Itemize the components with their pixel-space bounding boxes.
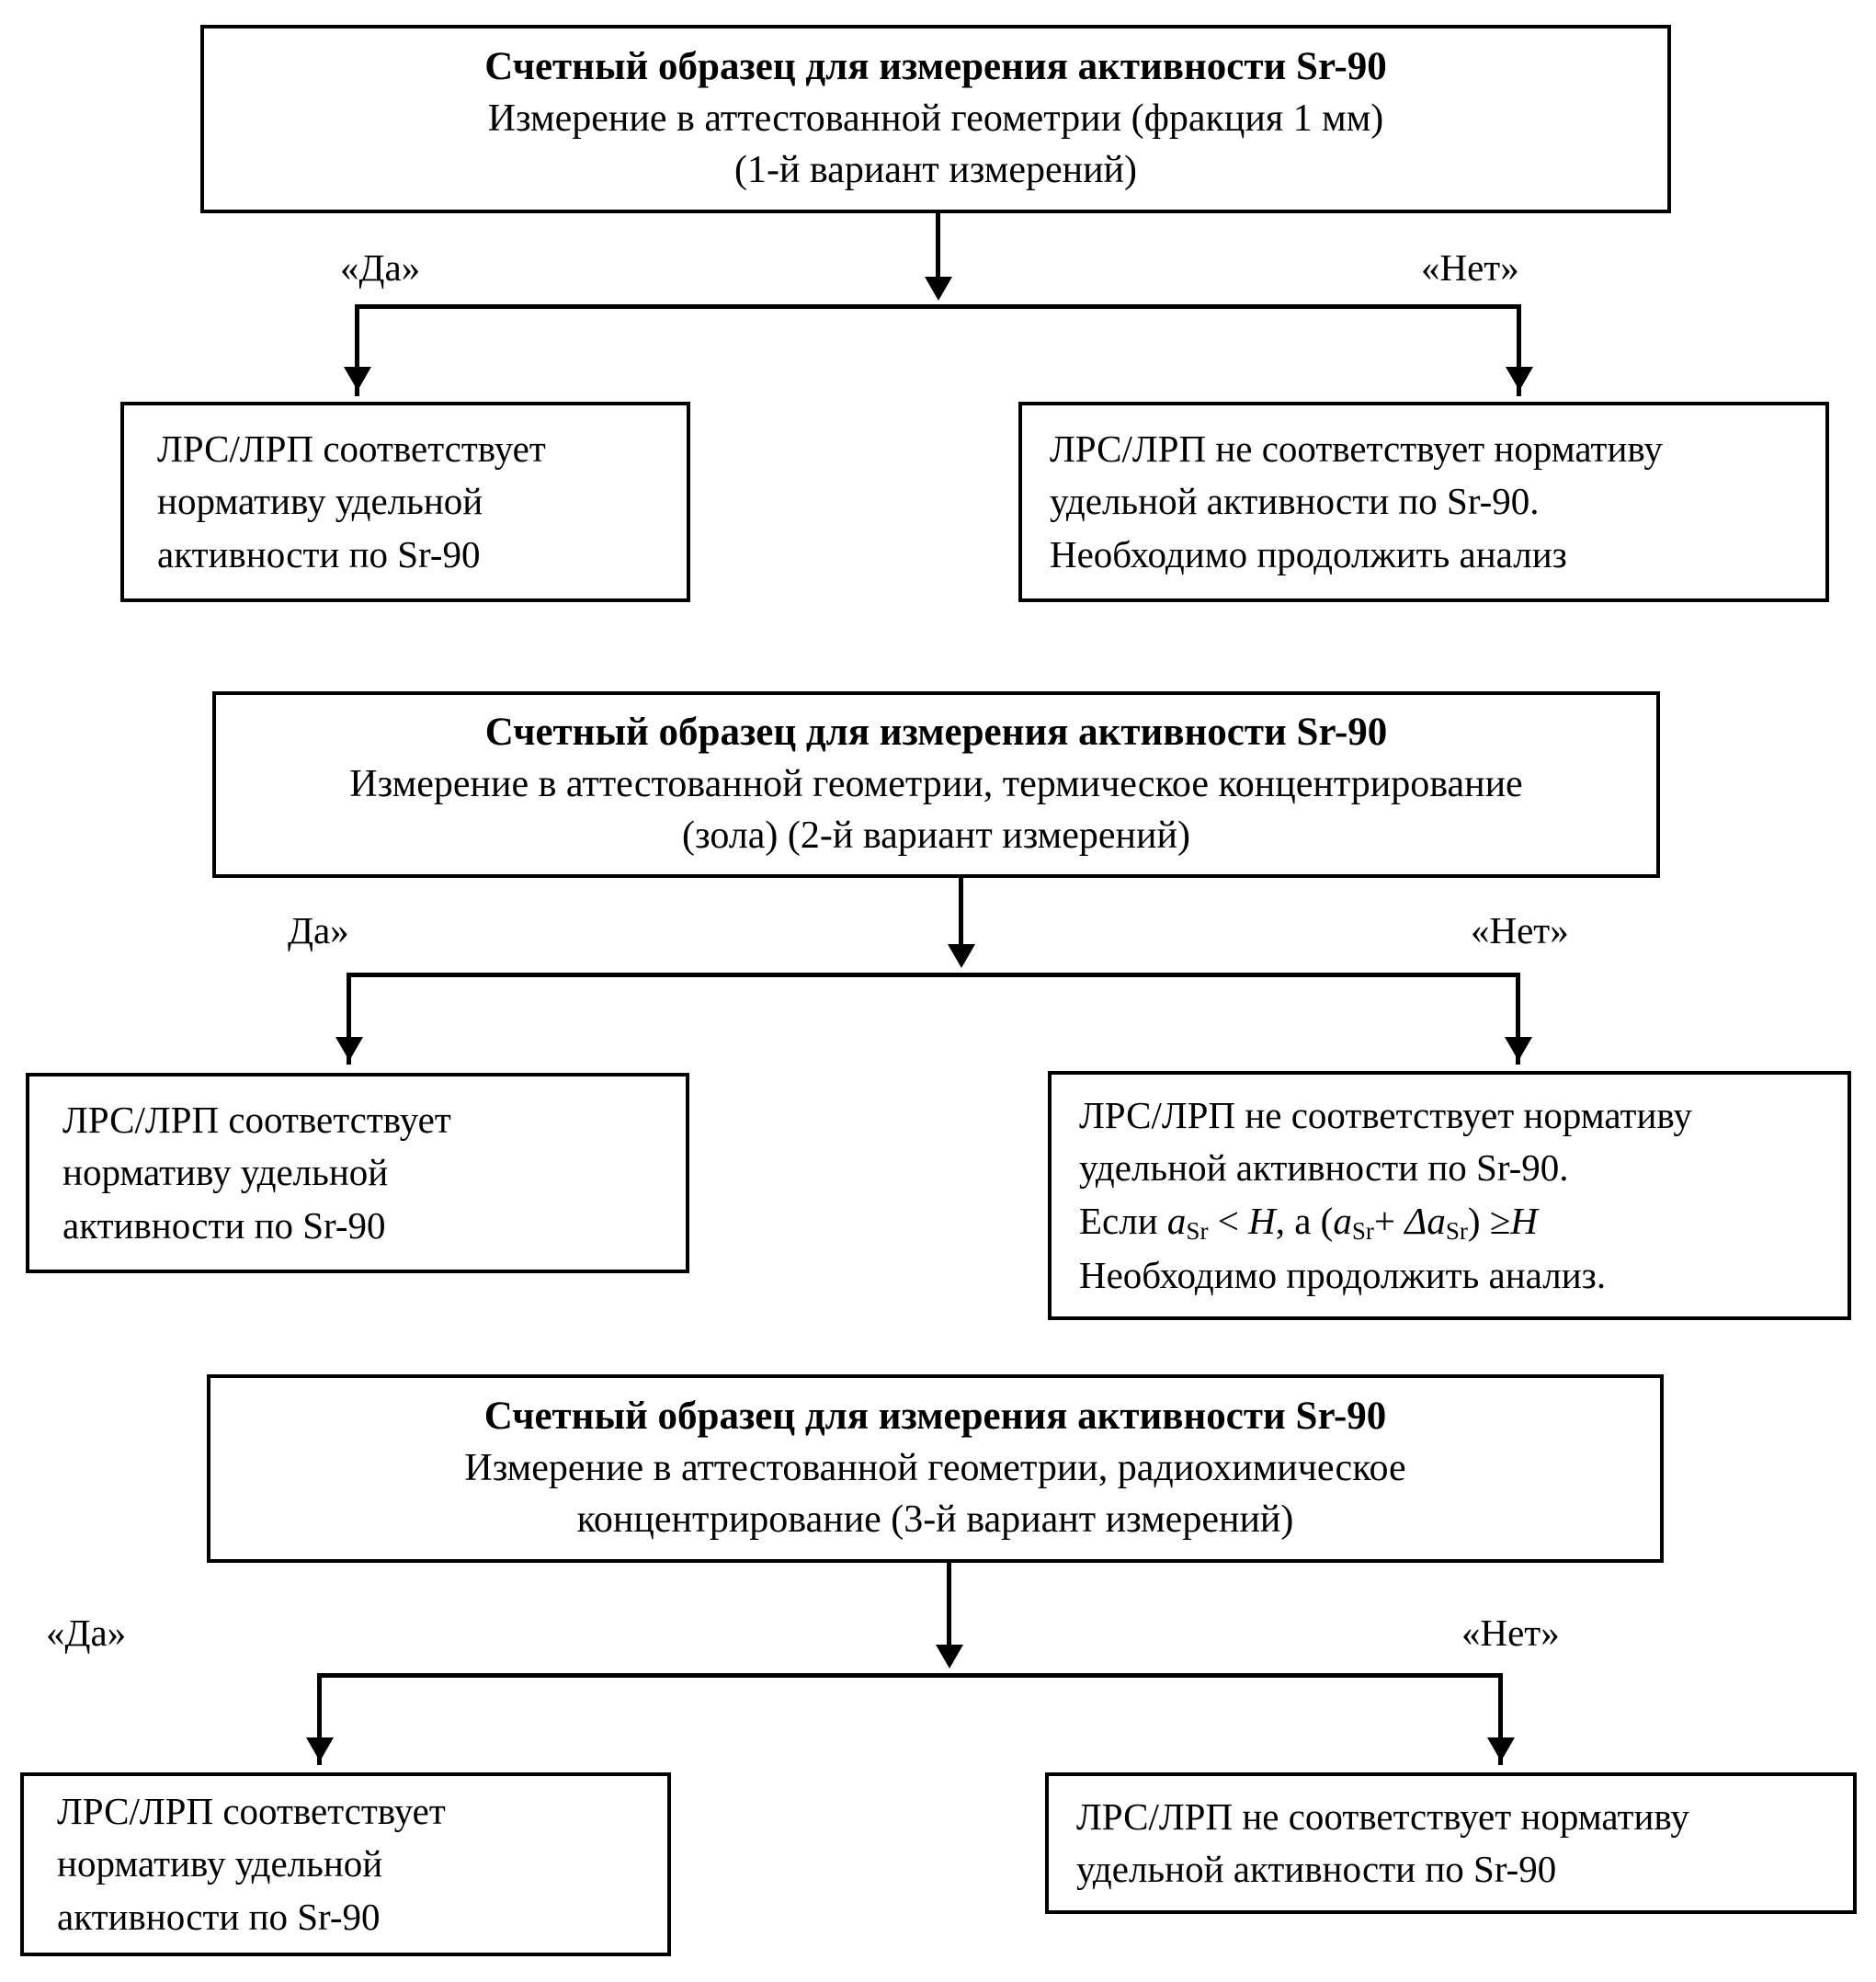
variant-3-no-line-2: удельной активности по Sr-90 — [1076, 1848, 1557, 1890]
variant-2-branch-bus — [347, 973, 1520, 977]
variant-2-stem-line — [959, 878, 963, 950]
variant-2-header-box: Счетный образец для измерения активности… — [212, 691, 1660, 878]
variant-2-no-line-4: Необходимо продолжить анализ. — [1079, 1253, 1607, 1296]
variant-2-yes-drop-line — [347, 973, 351, 1065]
formula-text: Если aSr < H, а (aSr+ ΔaSr) ≥H — [1079, 1199, 1538, 1245]
variant-3-no-line-1: ЛРС/ЛРП не соответствует нормативу — [1076, 1794, 1689, 1838]
variant-1-stem-line — [936, 213, 940, 282]
variant-3-yes-drop-line — [317, 1673, 322, 1765]
variant-3-header-box: Счетный образец для измерения активности… — [207, 1374, 1664, 1563]
variant-1-title: Счетный образец для измерения активности… — [484, 45, 1387, 89]
variant-2-yes-line-3: активности по Sr-90 — [63, 1203, 386, 1247]
variant-1-subtitle-line-2: (1-й вариант измерений) — [733, 149, 1138, 192]
variant-3-subtitle-line-2: концентрирование (3-й вариант измерений) — [576, 1498, 1294, 1542]
variant-3-branch-bus — [317, 1673, 1503, 1678]
variant-1-no-label: «Нет» — [1421, 246, 1519, 289]
variant-2-yes-line-1: ЛРС/ЛРП соответствует — [63, 1098, 451, 1141]
variant-2-no-formula: Если aSr < H, а (aSr+ ΔaSr) ≥H — [1052, 1195, 1538, 1249]
variant-3-yes-label: «Да» — [46, 1612, 127, 1654]
variant-2-no-arrowhead — [1505, 1037, 1532, 1061]
variant-3-yes-arrowhead — [306, 1737, 334, 1761]
variant-3-no-drop-line — [1498, 1673, 1503, 1765]
variant-2-yes-box: ЛРС/ЛРП соответствует нормативу удельной… — [26, 1073, 689, 1273]
variant-3-yes-line-3: активности по Sr-90 — [57, 1895, 381, 1938]
variant-1-yes-line-3: активности по Sr-90 — [157, 532, 481, 575]
variant-3-no-box: ЛРС/ЛРП не соответствует нормативу удель… — [1045, 1772, 1857, 1914]
variant-1-no-line-3: Необходимо продолжить анализ — [1050, 532, 1567, 575]
variant-2-no-drop-line — [1516, 973, 1520, 1065]
variant-3-no-label: «Нет» — [1461, 1612, 1560, 1654]
variant-2-no-box: ЛРС/ЛРП не соответствует нормативу удель… — [1048, 1071, 1851, 1320]
variant-3-subtitle-line-1: Измерение в аттестованной геометрии, рад… — [464, 1447, 1406, 1490]
variant-2-yes-line-2: нормативу удельной — [63, 1151, 389, 1194]
variant-1-yes-box: ЛРС/ЛРП соответствует нормативу удельной… — [120, 402, 690, 602]
variant-3-no-arrowhead — [1487, 1737, 1515, 1761]
variant-1-yes-line-2: нормативу удельной — [157, 480, 483, 523]
variant-3-yes-line-2: нормативу удельной — [57, 1842, 383, 1885]
variant-1-branch-bus — [355, 304, 1521, 309]
variant-3-stem-arrowhead — [936, 1645, 963, 1669]
variant-3-yes-box: ЛРС/ЛРП соответствует нормативу удельной… — [20, 1772, 671, 1956]
variant-1-yes-arrowhead — [344, 367, 371, 391]
variant-3-yes-line-1: ЛРС/ЛРП соответствует — [57, 1789, 446, 1832]
variant-1-yes-drop-line — [355, 304, 359, 396]
variant-1-subtitle-line-1: Измерение в аттестованной геометрии (фра… — [487, 97, 1384, 141]
variant-2-no-line-1: ЛРС/ЛРП не соответствует нормативу — [1079, 1094, 1692, 1136]
variant-1-no-arrowhead — [1506, 367, 1533, 391]
variant-2-yes-arrowhead — [335, 1037, 363, 1061]
variant-1-yes-label: «Да» — [340, 246, 421, 289]
variant-1-header-box: Счетный образец для измерения активности… — [200, 25, 1671, 213]
variant-2-subtitle-line-1: Измерение в аттестованной геометрии, тер… — [349, 763, 1523, 806]
variant-2-title: Счетный образец для измерения активности… — [484, 711, 1388, 755]
variant-1-no-line-2: удельной активности по Sr-90. — [1050, 480, 1540, 523]
variant-2-no-label: «Нет» — [1471, 909, 1569, 951]
variant-1-no-drop-line — [1517, 304, 1521, 396]
variant-2-stem-arrowhead — [948, 944, 975, 968]
variant-1-yes-line-1: ЛРС/ЛРП соответствует — [157, 427, 546, 470]
variant-2-subtitle-line-2: (зола) (2-й вариант измерений) — [682, 814, 1190, 858]
variant-3-stem-line — [947, 1563, 951, 1650]
variant-1-no-box: ЛРС/ЛРП не соответствует нормативу удель… — [1018, 402, 1829, 602]
variant-2-yes-label: Да» — [288, 909, 349, 951]
variant-1-no-line-1: ЛРС/ЛРП не соответствует нормативу — [1050, 427, 1663, 470]
variant-2-no-line-2: удельной активности по Sr-90. — [1079, 1146, 1569, 1190]
variant-3-title: Счетный образец для измерения активности… — [483, 1395, 1387, 1439]
variant-1-stem-arrowhead — [925, 277, 952, 301]
